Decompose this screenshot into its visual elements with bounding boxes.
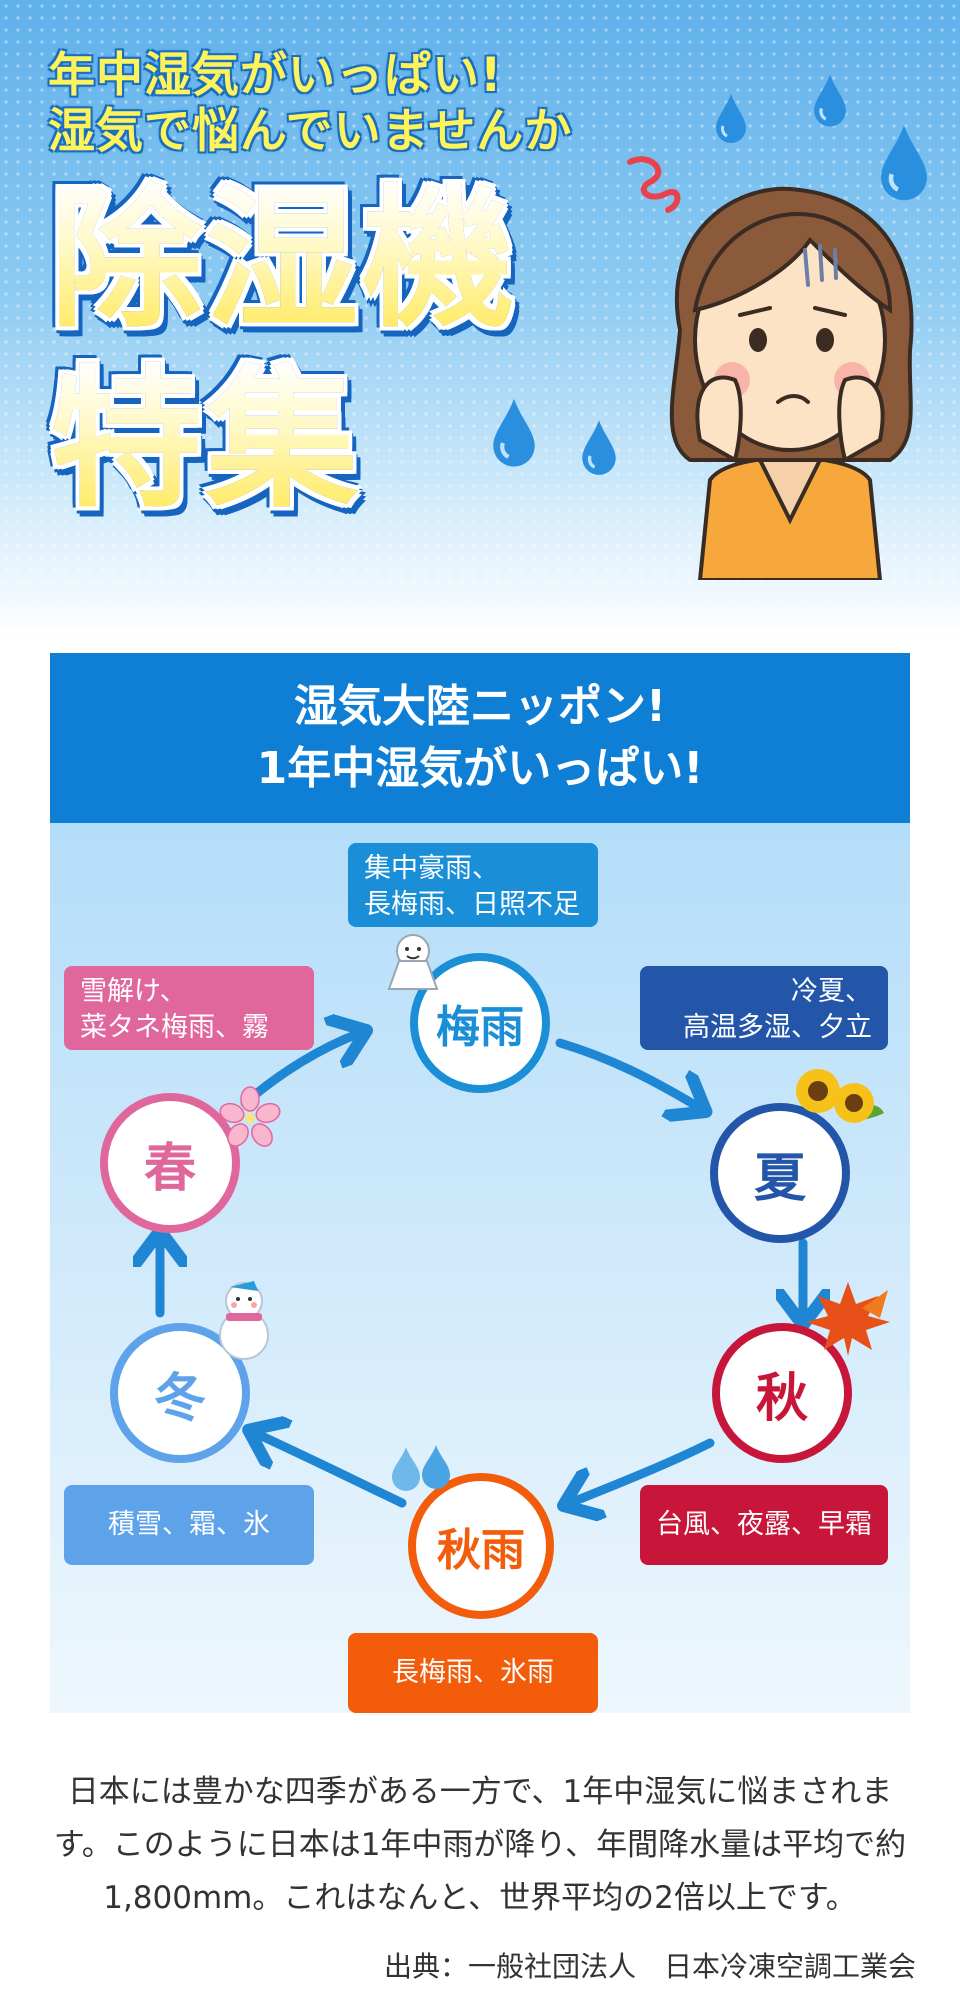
summer-description-line2: 高温多湿、夕立: [683, 1012, 872, 1043]
water-drop-icon: [716, 94, 746, 143]
panel-header-line2: 1年中湿気がいっぱい!: [256, 743, 704, 794]
humidity-description: 日本には豊かな四季がある一方で、1年中湿気に悩まされます。このように日本は1年中…: [53, 1774, 907, 1916]
cherry-blossom-icon: [219, 1086, 281, 1147]
water-drop-icon: [814, 74, 846, 127]
summer-description-line1: 冷夏、: [791, 976, 872, 1007]
tsuyu-description-line1: 集中豪雨、: [364, 853, 499, 884]
spring-description-box: 雪解け、 菜タネ梅雨、霧: [64, 966, 314, 1050]
season-summer: 夏: [710, 1103, 850, 1243]
season-akisame: 秋雨: [408, 1473, 554, 1619]
season-tsuyu-label: 梅雨: [436, 1002, 524, 1053]
season-akisame-label: 秋雨: [437, 1525, 525, 1576]
season-spring-label: 春: [143, 1138, 196, 1199]
autumn-description: 台風、夜露、早霜: [656, 1509, 872, 1540]
worry-squiggle-icon: [627, 156, 681, 213]
panel-header: 湿気大陸ニッポン! 1年中湿気がいっぱい!: [50, 653, 910, 823]
worried-woman-illustration: [669, 186, 914, 580]
tsuyu-description-box: 集中豪雨、 長梅雨、日照不足: [348, 843, 598, 927]
hero-title-line1: 除湿機: [50, 171, 518, 348]
akisame-description: 長梅雨、氷雨: [392, 1657, 554, 1688]
season-autumn-label: 秋: [755, 1368, 808, 1429]
season-winter-label: 冬: [153, 1368, 206, 1429]
spring-description-line1: 雪解け、: [80, 976, 187, 1007]
tsuyu-description-line2: 長梅雨、日照不足: [364, 889, 580, 920]
water-drop-icon: [582, 420, 616, 475]
season-cycle-diagram: 集中豪雨、 長梅雨、日照不足 冷夏、 高温多湿、夕立 雪解け、 菜タネ梅雨、霧 …: [50, 823, 910, 1713]
sunflower-icon: [796, 1069, 884, 1123]
source-credit: 出典：一般社団法人 日本冷凍空調工業会: [383, 1950, 916, 1983]
season-spring: 春: [100, 1093, 240, 1233]
arrow-autumn-to-akisame: [570, 1438, 715, 1503]
snowman-icon: [219, 1281, 269, 1360]
winter-description-box: 積雪、霜、氷: [64, 1485, 314, 1565]
spring-description-line2: 菜タネ梅雨、霧: [80, 1012, 269, 1043]
hero-title-line2: 特集: [50, 351, 362, 528]
cycle-arrows: [50, 823, 910, 1713]
rain-drops-icon: [392, 1445, 450, 1491]
hero-tagline-line1: 年中湿気がいっぱい!: [48, 48, 503, 103]
season-summer-label: 夏: [753, 1148, 806, 1209]
water-drop-icon: [881, 125, 927, 201]
teru-teru-bozu-icon: [387, 934, 439, 990]
arrow-akisame-to-winter: [255, 1433, 407, 1508]
water-drop-icon: [493, 398, 535, 467]
maple-leaf-icon: [806, 1282, 890, 1356]
panel-header-line1: 湿気大陸ニッポン!: [293, 681, 667, 732]
arrow-tsuyu-to-summer: [555, 1038, 700, 1108]
humidity-season-panel: 湿気大陸ニッポン! 1年中湿気がいっぱい! 集中豪雨、 長梅雨、日照不足: [50, 653, 910, 1713]
hero-tagline-line2: 湿気で悩んでいませんか: [48, 104, 573, 159]
summer-description-box: 冷夏、 高温多湿、夕立: [640, 966, 888, 1050]
autumn-description-box: 台風、夜露、早霜: [640, 1485, 888, 1565]
akisame-description-box: 長梅雨、氷雨: [348, 1633, 598, 1713]
hero-banner: 年中湿気がいっぱい! 湿気で悩んでいませんか 除湿機 特集: [0, 0, 960, 640]
winter-description: 積雪、霜、氷: [108, 1509, 270, 1540]
